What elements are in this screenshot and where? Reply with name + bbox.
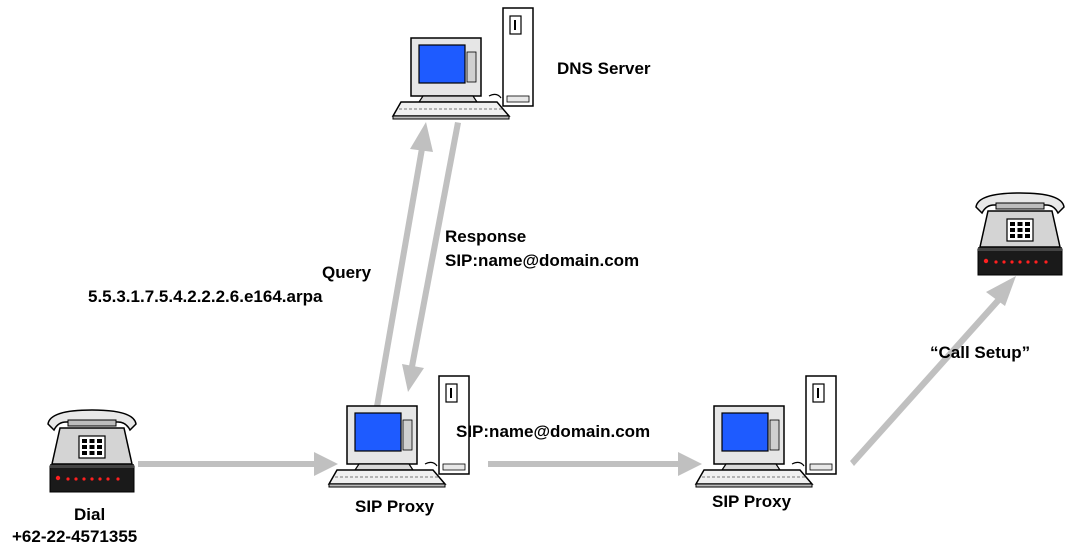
dns-server-computer-icon [392, 7, 534, 120]
dns-server-label: DNS Server [557, 59, 651, 78]
response-label-line1: Response [445, 227, 527, 246]
dial-number-label: +62-22-4571355 [12, 527, 138, 546]
call-setup-label: “Call Setup” [930, 343, 1031, 362]
response-label-line2: SIP:name@domain.com [445, 251, 640, 270]
call-setup-arrow [850, 276, 1016, 466]
sip-proxy-1-computer-icon [328, 375, 470, 488]
sip-proxy-1-label: SIP Proxy [355, 497, 435, 516]
forward-sip-label: SIP:name@domain.com [456, 422, 651, 441]
response-arrow [402, 122, 461, 392]
dial-label: Dial [74, 505, 106, 524]
dial-arrow [138, 452, 338, 476]
arrows [138, 122, 1016, 476]
callee-telephone-icon [975, 192, 1065, 276]
query-arrow [373, 122, 433, 413]
sip-proxy-2-computer-icon [695, 375, 837, 488]
caller-telephone-icon [47, 409, 137, 493]
query-label-line2: 5.5.3.1.7.5.4.2.2.2.6.e164.arpa [88, 287, 323, 306]
sip-proxy-2-label: SIP Proxy [712, 492, 792, 511]
query-label-line1: Query [322, 263, 372, 282]
forward-arrow [488, 452, 702, 476]
